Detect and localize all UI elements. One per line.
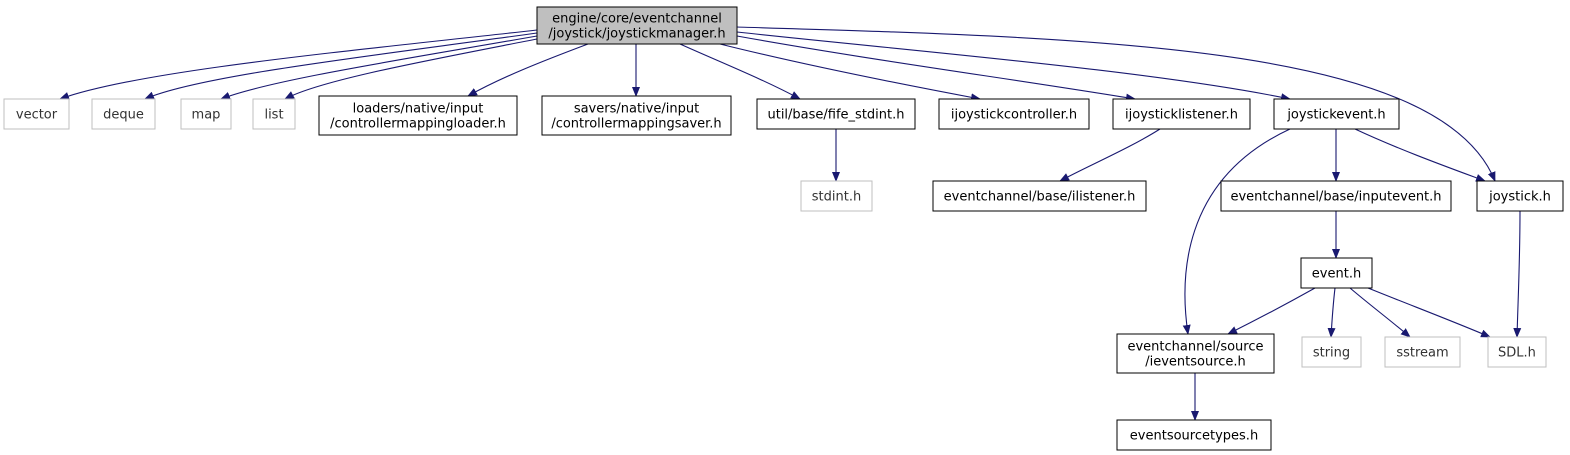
node-label: /controllermappingloader.h xyxy=(330,117,506,132)
node-box xyxy=(318,95,518,136)
node-box xyxy=(1487,336,1547,368)
node-box xyxy=(1300,257,1373,289)
node-sstream: sstream xyxy=(1384,336,1461,368)
edge-root-to-ijl xyxy=(736,35,1136,102)
node-label: deque xyxy=(103,108,144,123)
node-box xyxy=(1220,180,1452,212)
node-label: sstream xyxy=(1396,346,1448,361)
edge-event-to-string xyxy=(1327,287,1336,338)
edge-jevent-to-joystick xyxy=(1354,128,1486,182)
node-label: string xyxy=(1313,346,1350,361)
node-label: /joystick/joystickmanager.h xyxy=(548,27,725,42)
node-ijl[interactable]: ijoysticklistener.h xyxy=(1112,98,1251,130)
node-map: map xyxy=(180,98,232,130)
node-label: joystick.h xyxy=(1488,190,1551,205)
node-est[interactable]: eventsourcetypes.h xyxy=(1116,419,1272,451)
node-label: eventchannel/base/inputevent.h xyxy=(1230,190,1441,205)
node-box xyxy=(1116,419,1272,451)
node-box xyxy=(91,98,156,130)
node-box xyxy=(1112,98,1251,130)
node-inputevent[interactable]: eventchannel/base/inputevent.h xyxy=(1220,180,1452,212)
node-label: ijoystickcontroller.h xyxy=(951,108,1077,123)
node-box xyxy=(756,98,916,130)
node-cms[interactable]: savers/native/input/controllermappingsav… xyxy=(541,95,732,136)
node-label: list xyxy=(264,108,283,123)
node-label: SDL.h xyxy=(1498,346,1536,361)
node-label: savers/native/input xyxy=(574,102,699,117)
node-box xyxy=(800,180,873,212)
edge-root-to-joystick xyxy=(736,26,1496,182)
node-box xyxy=(180,98,232,130)
node-label: /ieventsource.h xyxy=(1145,355,1246,370)
node-label: engine/core/eventchannel xyxy=(552,12,722,27)
edge-joystick-to-sdl xyxy=(1513,210,1522,338)
node-box xyxy=(1476,180,1564,212)
node-stdint: stdint.h xyxy=(800,180,873,212)
node-box xyxy=(1116,333,1275,374)
node-event[interactable]: event.h xyxy=(1300,257,1373,289)
node-ieventsource[interactable]: eventchannel/source/ieventsource.h xyxy=(1116,333,1275,374)
node-label: loaders/native/input xyxy=(353,102,484,117)
node-label: /controllermappingsaver.h xyxy=(551,117,721,132)
node-label: eventchannel/base/ilistener.h xyxy=(944,190,1136,205)
edge-event-to-sdl xyxy=(1367,287,1491,338)
node-label: ijoysticklistener.h xyxy=(1125,108,1238,123)
edge-root-to-map xyxy=(220,35,538,100)
edge-root-to-list xyxy=(284,38,538,100)
node-label: util/base/fife_stdint.h xyxy=(767,108,904,123)
node-label: eventsourcetypes.h xyxy=(1130,429,1258,444)
node-deque: deque xyxy=(91,98,156,130)
edge-root-to-jevent xyxy=(736,31,1291,102)
edge-jevent-to-ieventsource xyxy=(1182,128,1291,335)
node-label: stdint.h xyxy=(812,190,861,205)
node-box xyxy=(1273,98,1400,130)
node-fife_stdint[interactable]: util/base/fife_stdint.h xyxy=(756,98,916,130)
node-label: event.h xyxy=(1312,267,1361,282)
node-ilistener[interactable]: eventchannel/base/ilistener.h xyxy=(932,180,1147,212)
node-ijc[interactable]: ijoystickcontroller.h xyxy=(938,98,1090,130)
edges-layer xyxy=(59,26,1522,421)
node-box xyxy=(541,95,732,136)
node-label: map xyxy=(192,108,221,123)
edge-event-to-sstream xyxy=(1349,287,1411,338)
node-box xyxy=(1301,336,1362,368)
node-label: joystickevent.h xyxy=(1286,108,1385,123)
node-sdl: SDL.h xyxy=(1487,336,1547,368)
node-root[interactable]: engine/core/eventchannel/joystick/joysti… xyxy=(536,6,738,45)
node-box xyxy=(932,180,1147,212)
node-joystick[interactable]: joystick.h xyxy=(1476,180,1564,212)
node-jevent[interactable]: joystickevent.h xyxy=(1273,98,1400,130)
edge-root-to-ijc xyxy=(719,43,981,102)
edge-root-to-vector xyxy=(59,29,538,100)
nodes-layer: engine/core/eventchannel/joystick/joysti… xyxy=(3,6,1564,451)
node-string: string xyxy=(1301,336,1362,368)
edge-root-to-cml xyxy=(467,43,589,97)
node-cml[interactable]: loaders/native/input/controllermappinglo… xyxy=(318,95,518,136)
edge-root-to-deque xyxy=(144,32,538,100)
edge-root-to-fife_stdint xyxy=(679,43,801,100)
node-label: eventchannel/source xyxy=(1127,340,1263,355)
edge-event-to-ieventsource xyxy=(1227,287,1316,335)
node-box xyxy=(938,98,1090,130)
edge-ijl-to-ilistener xyxy=(1059,128,1161,182)
node-label: vector xyxy=(16,108,58,123)
node-list: list xyxy=(252,98,296,130)
node-box xyxy=(252,98,296,130)
node-vector: vector xyxy=(3,98,70,130)
node-box xyxy=(1384,336,1461,368)
node-box xyxy=(3,98,70,130)
node-box xyxy=(536,6,738,45)
